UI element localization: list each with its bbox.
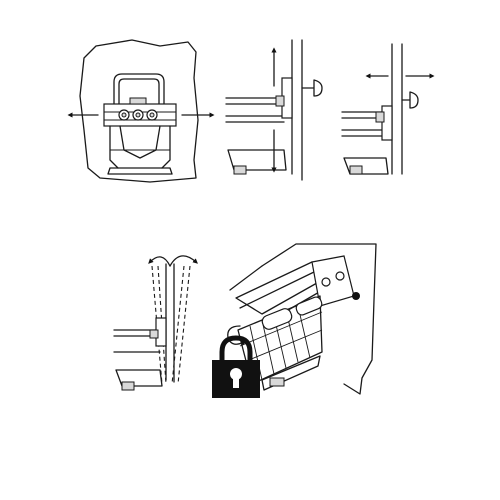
side-bracket: [381, 105, 393, 141]
panel-4: [113, 255, 198, 391]
panel-5: [212, 243, 377, 398]
knob-icon: [401, 91, 419, 109]
padlock-icon: [212, 335, 260, 398]
rotate-right-arrow-icon: [169, 255, 198, 267]
panel-1: [67, 39, 215, 183]
wall-outline: [79, 39, 199, 183]
bracket-handle: [113, 73, 165, 107]
knob: [129, 97, 147, 105]
rotate-left-arrow-icon: [148, 256, 171, 267]
bottle: [261, 308, 293, 330]
bottle: [295, 296, 323, 316]
lock-screw-icon: [352, 292, 360, 300]
panel-3: [341, 43, 435, 175]
panel-2: [225, 39, 323, 181]
knob-icon: [301, 79, 323, 97]
